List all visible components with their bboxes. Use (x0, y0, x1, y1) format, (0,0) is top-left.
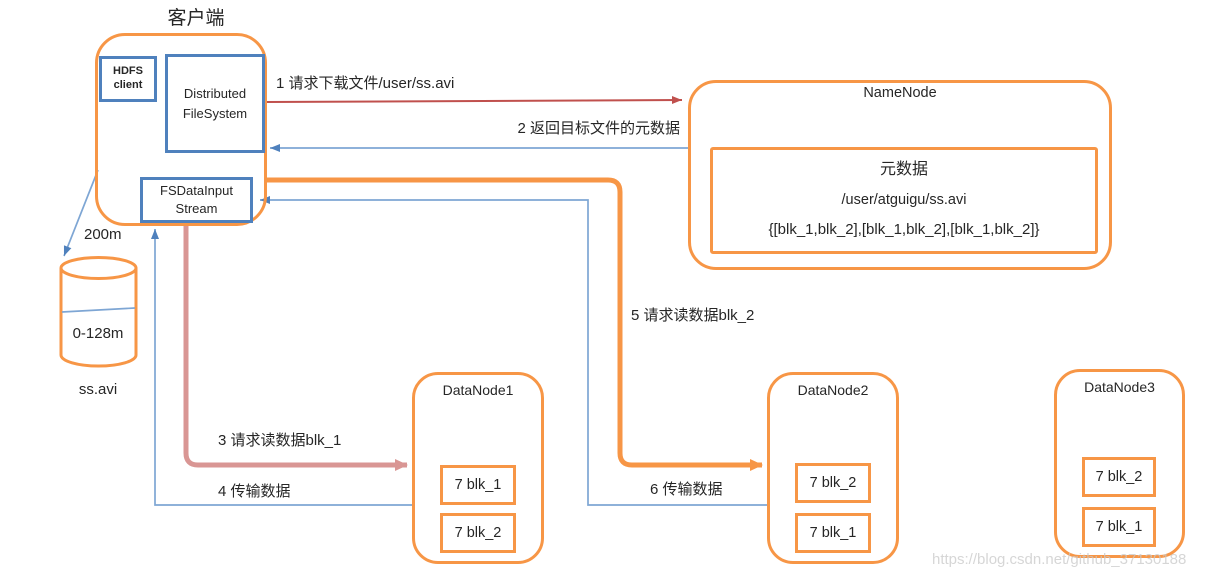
datanode3-block-2: 7 blk_1 (1082, 507, 1156, 547)
fsdatainputstream-line1: FSDataInput (160, 183, 233, 199)
hdfs-client-line2: client (113, 79, 143, 91)
step2-label: 2 返回目标文件的元数据 (517, 120, 680, 137)
arrow-step4-transfer-data (151, 229, 412, 506)
file-name-label: ss.avi (78, 381, 118, 398)
datanode3-box (1054, 369, 1185, 558)
datanode3-block-1: 7 blk_2 (1082, 457, 1156, 497)
metadata-box (710, 147, 1098, 254)
hdfs-client-line1: HDFS (113, 65, 143, 78)
datanode2-title: DataNode2 (797, 382, 869, 398)
arrow-step5-read-blk2 (264, 177, 763, 471)
step5-label: 5 请求读数据blk_2 (631, 307, 755, 324)
step4-label: 4 传输数据 (218, 483, 291, 500)
datanode1-block-1: 7 blk_1 (440, 465, 516, 505)
datanode3-title: DataNode3 (1084, 379, 1155, 395)
metadata-title: 元数据 (879, 161, 928, 178)
block-split-line (61, 307, 136, 313)
metadata-file-path: /user/atguigu/ss.avi (841, 192, 967, 208)
hdfs-client-box: HDFS client (99, 56, 157, 102)
arrow-step3-read-blk1 (183, 225, 408, 471)
fsdatainputstream-box: FSDataInput Stream (140, 177, 253, 223)
file-block-range-label: 0-128m (72, 325, 124, 342)
arrow-step6-transfer-data (260, 196, 768, 506)
step1-label: 1 请求下载文件/user/ss.avi (276, 75, 455, 92)
file-size-label: 200m (84, 226, 122, 243)
datanode1-box (412, 372, 544, 564)
file-cylinder (59, 256, 138, 368)
watermark-text: https://blog.csdn.net/github_37130188 (932, 551, 1187, 568)
step3-label: 3 请求读数据blk_1 (218, 432, 342, 449)
datanode1-block-2: 7 blk_2 (440, 513, 516, 553)
datanode2-box (767, 372, 899, 564)
namenode-title: NameNode (863, 85, 937, 101)
distributed-filesystem-line1: Distributed (183, 86, 247, 101)
datanode1-title: DataNode1 (442, 382, 514, 398)
metadata-block-list: {[blk_1,blk_2],[blk_1,blk_2],[blk_1,blk_… (768, 221, 1040, 238)
namenode-box (688, 80, 1112, 270)
arrow-client-to-file (63, 169, 99, 257)
fsdatainputstream-line2: Stream (175, 201, 218, 216)
datanode2-block-2: 7 blk_1 (795, 513, 871, 553)
step6-label: 6 传输数据 (650, 481, 723, 498)
client-title: 客户端 (167, 8, 225, 29)
distributed-filesystem-line2: FileSystem (182, 105, 248, 121)
datanode2-block-1: 7 blk_2 (795, 463, 871, 503)
distributed-filesystem-box: Distributed FileSystem (165, 54, 265, 153)
client-box (95, 33, 267, 226)
arrow-step1-request-download (266, 96, 683, 105)
